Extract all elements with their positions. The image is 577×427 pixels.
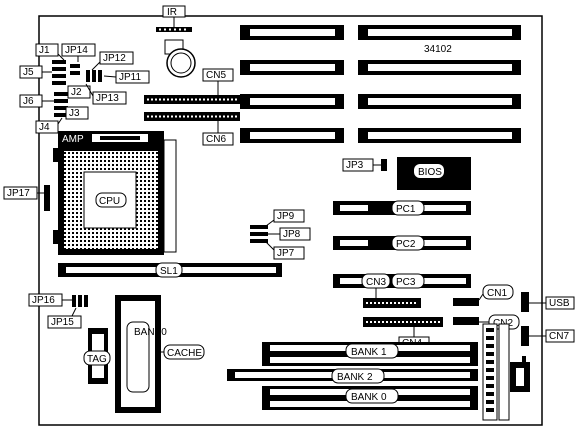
svg-text:J4: J4 (39, 122, 50, 133)
svg-text:JP7: JP7 (277, 248, 295, 259)
svg-text:JP9: JP9 (277, 211, 295, 222)
jp14-label: JP14 (61, 43, 96, 62)
pci-slot-1: PC1 (333, 200, 471, 216)
svg-text:JP3: JP3 (346, 160, 364, 171)
pci-slot-2: PC2 (333, 235, 471, 251)
cn3-connector (363, 288, 421, 308)
battery (164, 39, 196, 78)
svg-text:CN1: CN1 (487, 288, 507, 299)
svg-text:J5: J5 (23, 67, 34, 78)
cn1-connector: CN1 (453, 284, 514, 306)
simm-bank-0: BANK 0 (262, 386, 478, 410)
cache-bank: BANK0 (115, 295, 167, 413)
cn5-connector: CN5 (144, 68, 240, 104)
simm-bank-2: BANK 2 (227, 368, 478, 384)
svg-text:JP16: JP16 (32, 295, 55, 306)
svg-text:BANK0: BANK0 (134, 327, 167, 338)
svg-text:PC3: PC3 (396, 277, 416, 288)
jp17-label: JP17 (3, 185, 50, 211)
svg-text:CN7: CN7 (549, 331, 569, 342)
svg-text:J2: J2 (71, 87, 82, 98)
svg-text:BANK 0: BANK 0 (351, 392, 387, 403)
jp7-label: JP7 (265, 241, 305, 260)
cpu-label: CPU (99, 196, 120, 207)
cache-label: CACHE (155, 344, 205, 360)
svg-text:BIOS: BIOS (418, 167, 442, 178)
jp8-label: JP8 (268, 227, 311, 241)
simm-bank-1: BANK 1 (262, 342, 478, 366)
power-connector (482, 323, 530, 421)
svg-text:BANK 2: BANK 2 (337, 372, 373, 383)
jp15-16-pins (72, 295, 88, 307)
jp7-9-pins (250, 225, 268, 243)
isa-slots-right (358, 25, 521, 143)
j3-label: J3 (65, 106, 89, 120)
svg-text:USB: USB (549, 298, 570, 309)
jp11-label: JP11 (103, 70, 150, 84)
svg-text:CACHE: CACHE (167, 348, 202, 359)
cpu-socket: AMP CPU (53, 131, 177, 255)
svg-text:CN3: CN3 (366, 277, 386, 288)
svg-text:TAG: TAG (87, 354, 107, 365)
ir-header: IR (156, 5, 192, 32)
jp9-label: JP9 (265, 209, 305, 227)
j6-label: J6 (19, 94, 54, 108)
j2-label: J2 (67, 85, 91, 99)
sl1-slot: SL1 (58, 262, 282, 278)
svg-text:PC2: PC2 (396, 239, 416, 250)
j1-label: J1 (35, 43, 65, 61)
pci-slot-3: CN3 PC3 (333, 273, 471, 289)
svg-text:JP13: JP13 (96, 93, 119, 104)
tag-chip: TAG (83, 328, 111, 384)
cn6-connector: CN6 (144, 112, 240, 146)
svg-text:J3: J3 (69, 108, 80, 119)
jp13-label: JP13 (85, 83, 127, 105)
board-id: 34102 (424, 44, 452, 55)
cn7-connector: CN7 (521, 326, 575, 346)
svg-text:J6: J6 (23, 96, 34, 107)
jp12-label: JP12 (91, 51, 134, 71)
isa-slots-left (240, 25, 344, 143)
svg-text:JP15: JP15 (51, 317, 74, 328)
svg-text:J1: J1 (39, 45, 50, 56)
jp15-label: JP15 (47, 307, 82, 329)
bios-chip: BIOS (397, 157, 471, 190)
svg-text:IR: IR (167, 7, 177, 18)
j5-label: J5 (19, 65, 52, 79)
svg-text:SL1: SL1 (160, 266, 178, 277)
left-jumper-cluster (52, 60, 102, 117)
svg-text:JP11: JP11 (119, 72, 141, 83)
usb-connector: USB (521, 292, 575, 312)
svg-text:AMP: AMP (62, 134, 84, 145)
jp3-label: JP3 (342, 158, 387, 172)
j4-label: J4 (35, 117, 63, 134)
svg-text:CN6: CN6 (206, 134, 226, 145)
jp16-label: JP16 (28, 293, 72, 307)
svg-text:JP8: JP8 (283, 229, 301, 240)
svg-text:BANK 1: BANK 1 (351, 347, 387, 358)
svg-text:JP12: JP12 (103, 53, 126, 64)
svg-text:JP17: JP17 (7, 188, 30, 199)
svg-text:CN5: CN5 (206, 70, 226, 81)
svg-text:JP14: JP14 (65, 45, 88, 56)
svg-text:PC1: PC1 (396, 204, 416, 215)
